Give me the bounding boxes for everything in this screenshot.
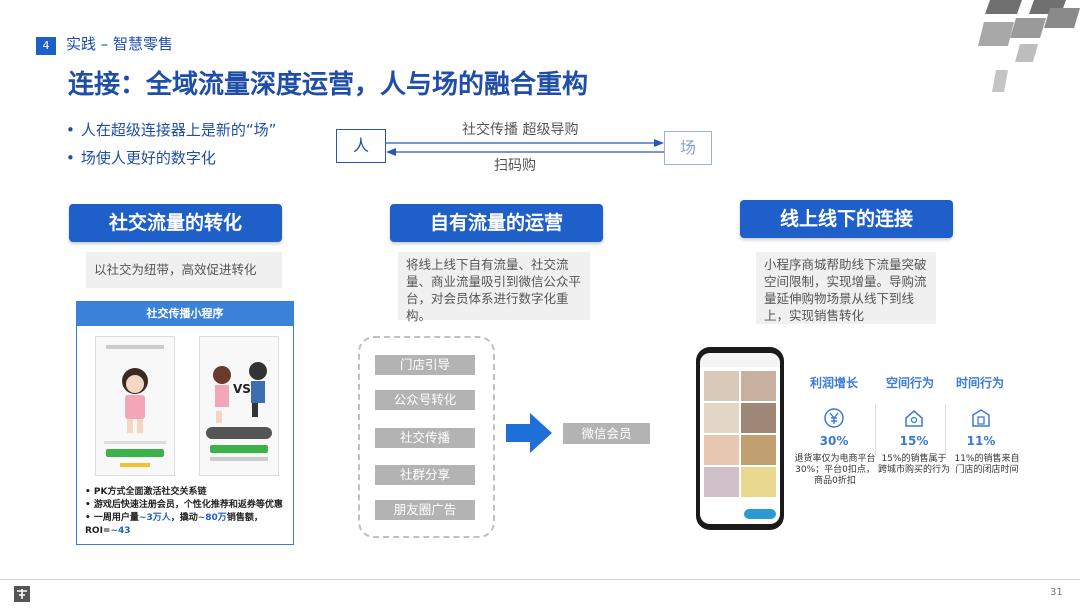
page-number: 31: [1050, 587, 1063, 598]
bullet-item: 场使人更好的数字化: [66, 144, 276, 172]
phone-screenshot-right: VS: [199, 336, 279, 476]
panel-bullet-item: PK方式全面激活社交关系链: [85, 486, 291, 499]
intro-bullets: 人在超级连接器上是新的“场” 场使人更好的数字化: [66, 116, 277, 172]
social-miniprogram-panel: 社交传播小程序 VS PK方式全面激活社交关系链: [76, 301, 294, 545]
column-desc-social: 以社交为纽带，高效促进转化: [86, 252, 282, 288]
column-title-o2o: 线上线下的连接: [740, 200, 953, 238]
column-desc-o2o: 小程序商城帮助线下流量突破空间限制，实现增量。导购流量延伸购物场景从线下到线上，…: [756, 252, 936, 324]
channel-item: 社群分享: [375, 465, 475, 485]
stat-value: 11%: [966, 434, 996, 448]
panel-bullet-item: 游戏后快速注册会员，个性化推荐和返券等优惠: [85, 499, 291, 512]
footer-divider: [0, 579, 1080, 580]
stat-heading: 利润增长: [809, 376, 858, 390]
phone-screenshot-left: [95, 336, 175, 476]
stat-desc: 退货率仅为电商平台30%；平台0扣点，商品0折扣: [794, 454, 876, 486]
svg-text:VS: VS: [233, 382, 251, 396]
stat-value: 30%: [819, 434, 849, 448]
channel-item: 公众号转化: [375, 390, 475, 410]
stat-desc: 15%的销售属于跨城市购买的行为: [878, 454, 951, 475]
section-number: 4: [36, 37, 56, 55]
product-grid-icon: [700, 353, 780, 519]
page-title: 连接：全域流量深度运营，人与场的融合重构: [68, 70, 589, 100]
place-node: 场: [664, 131, 712, 165]
house-icon: [905, 410, 923, 427]
stat-heading: 空间行为: [885, 376, 934, 390]
phone-mockup: [696, 347, 784, 530]
flow-arrows: [386, 139, 664, 156]
corner-logo-icon: [978, 0, 1080, 92]
stat-divider: [945, 404, 946, 456]
column-title-social: 社交流量的转化: [69, 204, 282, 242]
panel-bullets: PK方式全面激活社交关系链 游戏后快速注册会员，个性化推荐和返券等优惠 一周用户…: [85, 486, 291, 538]
column-desc-owned: 将线上线下自有流量、社交流量、商业流量吸引到微信公众平台，对会员体系进行数字化重…: [398, 252, 590, 323]
panel-bullet-item: 一周用户量~3万人，撬动~80万销售额，ROI=~43: [85, 512, 291, 538]
pk-versus-icon: VS: [206, 362, 272, 461]
footer-logo-icon: [14, 586, 30, 602]
cartoon-girl-icon: [104, 345, 166, 467]
column-title-owned: 自有流量的运营: [390, 204, 603, 242]
channel-item: 朋友圈广告: [375, 500, 475, 520]
stat-value: 15%: [899, 434, 929, 448]
stat-divider: [875, 404, 876, 456]
traffic-channels-box: 门店引导 公众号转化 社交传播 社群分享 朋友圈广告: [358, 336, 495, 538]
flow-bottom-label: 扫码购: [494, 158, 536, 174]
bullet-item: 人在超级连接器上是新的“场”: [66, 116, 277, 144]
channel-item: 社交传播: [375, 428, 475, 448]
yen-icon: [824, 408, 844, 428]
wechat-member-box: 微信会员: [563, 423, 650, 444]
store-icon: [972, 409, 990, 427]
phone-screen: [700, 353, 780, 524]
section-title: 实践 – 智慧零售: [66, 35, 174, 53]
stat-desc: 11%的销售来自门店的闭店时间: [954, 454, 1020, 475]
panel-title: 社交传播小程序: [77, 302, 293, 326]
flow-top-label: 社交传播 超级导购: [462, 122, 579, 138]
stat-heading: 时间行为: [955, 376, 1004, 390]
channel-item: 门店引导: [375, 355, 475, 375]
person-node: 人: [336, 129, 386, 163]
arrow-right-icon: [506, 413, 552, 453]
